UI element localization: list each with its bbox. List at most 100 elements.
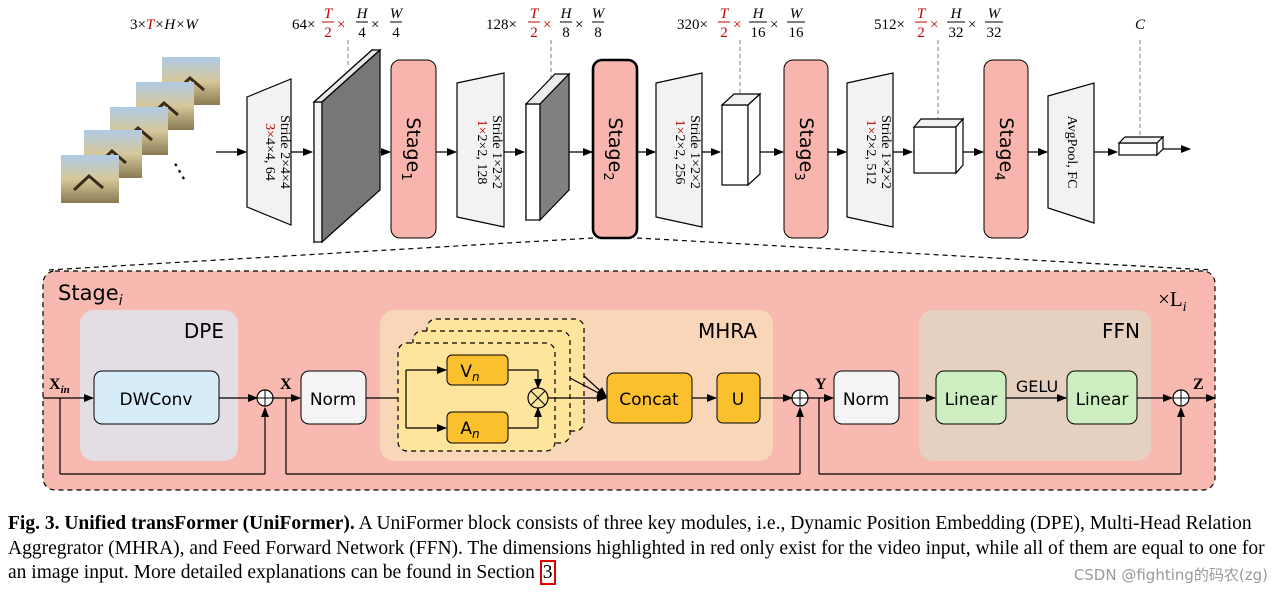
svg-text:AvgPool, FC: AvgPool, FC (1064, 116, 1079, 189)
concat-box: Concat (606, 372, 693, 424)
svg-text:W: W (790, 6, 804, 22)
stage-1-box: Stage1 (390, 59, 437, 239)
svg-text:4: 4 (358, 25, 366, 41)
svg-text:2: 2 (917, 25, 925, 41)
svg-text:W: W (390, 6, 404, 22)
ffn-label: FFN (1102, 319, 1140, 343)
stage1-dims: 64× T 2 × H 4 × W 4 (292, 6, 404, 41)
svg-text:×: × (733, 17, 741, 33)
section-reference-link[interactable]: 3 (539, 560, 556, 585)
conv-embed-3: 1×2×2, 256 Stride 1×2×2 (655, 72, 703, 228)
caption-title: Fig. 3. Unified transFormer (UniFormer). (8, 513, 355, 534)
svg-text:1×2×2, 512: 1×2×2, 512 (863, 120, 878, 185)
v-box: Vn (446, 354, 509, 386)
add-op-icon (1172, 389, 1190, 407)
svg-text:An: An (460, 419, 479, 441)
svg-text:64×: 64× (292, 17, 315, 33)
feature-map-4 (912, 117, 965, 175)
svg-text:H: H (356, 6, 369, 22)
add-op-icon (791, 389, 809, 407)
dwconv-box: DWConv (93, 370, 220, 425)
dpe-label: DPE (184, 319, 224, 343)
stage-3-box: Stage3 (783, 59, 829, 239)
svg-text:16: 16 (789, 25, 805, 41)
svg-text:320×: 320× (677, 17, 708, 33)
a-box: An (446, 411, 509, 444)
svg-text:T: T (917, 6, 927, 22)
watermark: CSDN @fighting的码农(zg) (1073, 566, 1268, 584)
svg-text:H: H (752, 6, 765, 22)
svg-text:1×2×2, 128: 1×2×2, 128 (474, 120, 489, 185)
mhra-label: MHRA (698, 319, 757, 343)
svg-text:×: × (371, 17, 379, 33)
svg-text:128×: 128× (486, 17, 517, 33)
y-label: Y (815, 376, 827, 393)
input-video-frames (61, 57, 220, 203)
svg-text:512×: 512× (874, 17, 905, 33)
svg-text:H: H (950, 6, 963, 22)
multiply-op-icon (527, 387, 549, 409)
figure-caption: Fig. 3. Unified transFormer (UniFormer).… (8, 512, 1268, 586)
z-label: Z (1193, 376, 1204, 393)
svg-text:U: U (732, 390, 744, 410)
caption-text: A UniFormer block consists of three key … (8, 513, 1265, 583)
conv-embed-4: 1×2×2, 512 Stride 1×2×2 (846, 72, 894, 228)
block-title: Stagei (58, 281, 123, 309)
svg-text:H: H (560, 6, 573, 22)
conv-embed-1: 3×4×4, 64 Stride 2×4×4 (246, 78, 292, 226)
add-op-icon (256, 389, 274, 407)
svg-text:T: T (720, 6, 730, 22)
svg-text:Linear: Linear (1076, 390, 1129, 410)
svg-text:Vn: Vn (460, 362, 479, 384)
stage2-dims: 128× T 2 × H 8 × W 8 (486, 6, 606, 41)
stage3-dims: 320× T 2 × H 16 × W 16 (677, 6, 805, 41)
zoom-connector (47, 237, 1211, 271)
svg-text:32: 32 (949, 25, 964, 41)
svg-text:×: × (770, 17, 778, 33)
svg-text:Stride 2×4×4: Stride 2×4×4 (277, 115, 292, 189)
svg-text:W: W (988, 6, 1002, 22)
stage-2-box: Stage2 (591, 58, 639, 240)
frame-image (61, 155, 119, 203)
svg-text:Stride 1×2×2: Stride 1×2×2 (878, 115, 893, 189)
svg-text:Stage1: Stage1 (398, 117, 424, 180)
linear-box-1: Linear (935, 370, 1007, 425)
svg-text:8: 8 (594, 25, 602, 41)
svg-text:×: × (543, 17, 551, 33)
svg-text:×: × (930, 17, 938, 33)
svg-text:32: 32 (987, 25, 1002, 41)
avgpool-fc-head: AvgPool, FC (1047, 82, 1095, 224)
ellipsis-dots: ⋮ (163, 154, 195, 187)
feature-map-1 (312, 48, 382, 244)
u-box: U (716, 372, 761, 424)
svg-text:W: W (592, 6, 606, 22)
svg-text:T: T (530, 6, 540, 22)
block-repeat: ×Li (1158, 287, 1187, 315)
svg-text:2: 2 (530, 25, 538, 41)
svg-text:Stage4: Stage4 (991, 117, 1017, 180)
svg-text:2: 2 (720, 25, 728, 41)
feature-map-3 (720, 92, 762, 187)
svg-text:Stride 1×2×2: Stride 1×2×2 (687, 115, 702, 189)
input-dims: 3×T×H×W (130, 17, 199, 33)
svg-text:4: 4 (392, 25, 400, 41)
svg-text:Stride 1×2×2: Stride 1×2×2 (489, 115, 504, 189)
conv-embed-2: 1×2×2, 128 Stride 1×2×2 (456, 72, 505, 228)
svg-text:1×2×2, 256: 1×2×2, 256 (672, 120, 687, 185)
output-vector (1117, 135, 1165, 157)
svg-text:Linear: Linear (945, 390, 998, 410)
gelu-label: GELU (1016, 377, 1058, 396)
svg-text:3×4×4, 64: 3×4×4, 64 (262, 123, 277, 181)
svg-text:Norm: Norm (310, 390, 356, 410)
svg-text:T: T (324, 6, 334, 22)
svg-text:Concat: Concat (619, 390, 679, 410)
linear-box-2: Linear (1066, 370, 1138, 425)
feature-map-2 (524, 72, 571, 222)
svg-text:×: × (968, 17, 976, 33)
stage-4-box: Stage4 (983, 59, 1029, 239)
svg-text:×: × (575, 17, 583, 33)
svg-text:Stage3: Stage3 (791, 117, 817, 180)
svg-text:2: 2 (324, 25, 332, 41)
svg-text:16: 16 (751, 25, 767, 41)
svg-text:Norm: Norm (843, 390, 889, 410)
